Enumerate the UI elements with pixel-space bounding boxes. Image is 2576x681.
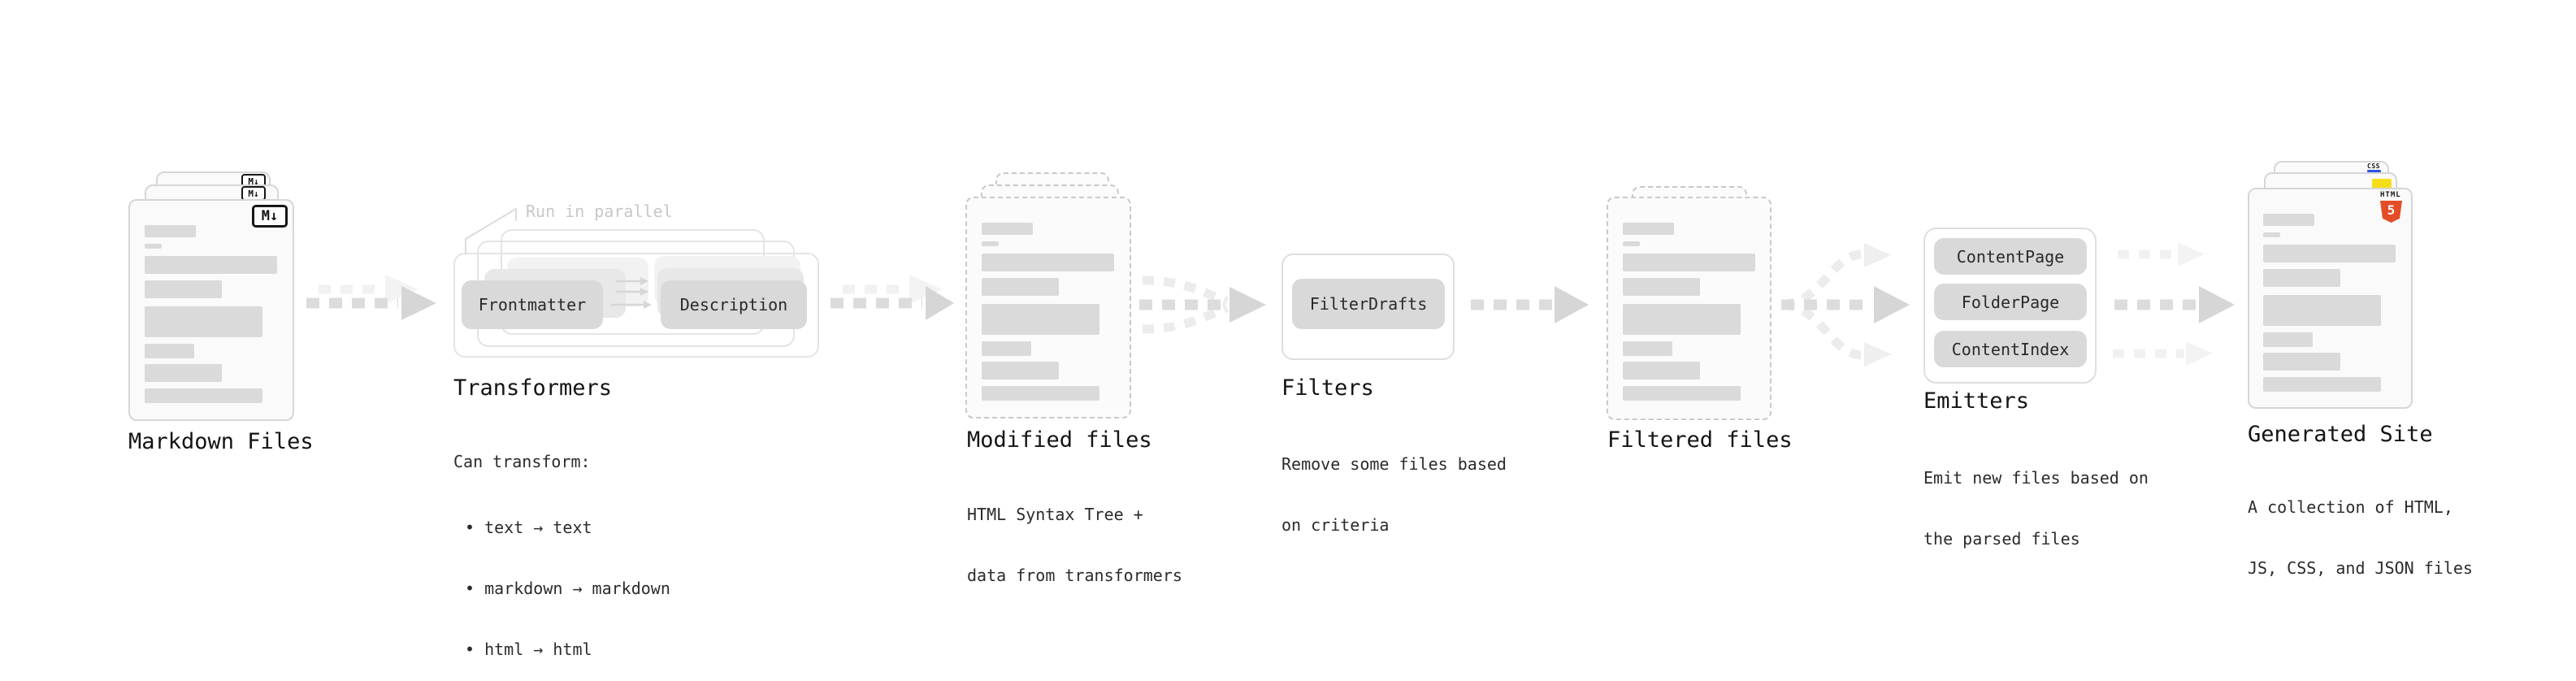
placeholder-line: [1623, 278, 1700, 296]
desc-bullet: • text → text: [465, 518, 592, 537]
desc-line: A collection of HTML,: [2248, 497, 2453, 517]
stage-title-generated-site: Generated Site: [2248, 422, 2433, 447]
placeholder-line: [145, 344, 194, 358]
stage-title-filters: Filters: [1281, 375, 1374, 401]
arrow-modified-to-filters-converge: [1139, 275, 1266, 334]
javascript-badge-icon: [2372, 179, 2392, 190]
placeholder-line: [145, 256, 277, 274]
placeholder-line: [145, 306, 262, 337]
placeholder-line: [982, 254, 1114, 271]
modified-files-description: HTML Syntax Tree + data from transformer…: [967, 464, 1182, 627]
desc-line: on criteria: [1281, 515, 1390, 535]
plugin-frontmatter: Frontmatter: [462, 280, 603, 329]
stage-title-markdown-files: Markdown Files: [128, 429, 314, 454]
generated-site-description: A collection of HTML, JS, CSS, and JSON …: [2248, 457, 2473, 619]
placeholder-line: [2263, 214, 2314, 226]
html5-badge-icon: HTML: [2380, 191, 2401, 199]
placeholder-line: [145, 244, 162, 249]
plugin-contentindex: ContentIndex: [1934, 331, 2087, 367]
placeholder-line: [2263, 332, 2313, 347]
placeholder-line: [145, 225, 196, 237]
desc-line: Remove some files based: [1281, 454, 1507, 474]
file-card-front: [1607, 197, 1772, 420]
plugin-description: Description: [661, 280, 807, 329]
placeholder-line: [2263, 353, 2340, 371]
stage-title-emitters: Emitters: [1923, 388, 2030, 414]
placeholder-line: [982, 223, 1033, 235]
placeholder-line: [145, 364, 222, 382]
placeholder-line: [1623, 241, 1640, 246]
file-placeholder-lines: [145, 201, 283, 419]
placeholder-line: [145, 280, 222, 298]
transformer-box-front: [453, 253, 819, 358]
stage-title-modified-files: Modified files: [967, 427, 1152, 453]
placeholder-line: [982, 241, 999, 246]
html5-badge-number: 5: [2387, 202, 2396, 218]
placeholder-line: [1623, 362, 1700, 380]
html5-badge-icon: 5: [2380, 201, 2402, 223]
placeholder-line: [982, 341, 1031, 356]
arrow-emitters-to-site-parallel: [2113, 242, 2235, 366]
filters-description: Remove some files based on criteria: [1281, 414, 1507, 576]
desc-heading: Can transform:: [453, 452, 591, 471]
placeholder-line: [1623, 223, 1674, 235]
placeholder-line: [1623, 304, 1741, 335]
desc-bullet: • markdown → markdown: [465, 579, 670, 598]
plugin-contentpage: ContentPage: [1934, 238, 2087, 275]
desc-line: JS, CSS, and JSON files: [2248, 558, 2473, 578]
stage-title-filtered-files: Filtered files: [1607, 427, 1793, 453]
placeholder-line: [1623, 386, 1741, 401]
markdown-badge-icon: M↓: [252, 205, 288, 228]
file-card-front: [2248, 188, 2413, 409]
file-placeholder-lines: [982, 198, 1120, 417]
desc-line: the parsed files: [1923, 529, 2080, 549]
file-card-front: [965, 197, 1131, 419]
transformers-description: Can transform: • text → text • markdown …: [453, 411, 670, 681]
desc-line: HTML Syntax Tree +: [967, 505, 1143, 524]
placeholder-line: [2263, 232, 2280, 237]
placeholder-line: [982, 304, 1099, 335]
css3-badge-icon: [2367, 170, 2381, 172]
arrow-transformers-to-modified: [830, 275, 954, 320]
placeholder-line: [982, 278, 1059, 296]
placeholder-line: [145, 388, 262, 403]
file-card-front: [128, 199, 294, 421]
plugin-filterdrafts: FilterDrafts: [1292, 279, 1445, 329]
parallel-flow-arrows-icon: [611, 277, 652, 309]
placeholder-line: [2263, 245, 2396, 262]
css3-badge-icon: CSS: [2367, 163, 2380, 170]
markdown-badge-icon: M↓: [241, 186, 266, 201]
plugin-folderpage: FolderPage: [1934, 284, 2087, 320]
run-in-parallel-callout-line: [465, 207, 517, 254]
arrow-filtered-to-emitters-diverge: [1781, 243, 1910, 367]
placeholder-line: [1623, 341, 1672, 356]
desc-line: data from transformers: [967, 566, 1182, 585]
desc-line: Emit new files based on: [1923, 468, 2149, 488]
run-in-parallel-note: Run in parallel: [526, 202, 673, 221]
emitters-description: Emit new files based on the parsed files: [1923, 427, 2149, 590]
placeholder-line: [2263, 269, 2340, 287]
placeholder-line: [2263, 295, 2381, 326]
desc-bullet: • html → html: [465, 640, 592, 659]
stage-title-transformers: Transformers: [453, 375, 613, 401]
placeholder-line: [982, 362, 1059, 380]
placeholder-line: [1623, 254, 1755, 271]
arrow-filters-to-filtered: [1471, 286, 1589, 323]
placeholder-line: [982, 386, 1099, 401]
placeholder-line: [2263, 377, 2381, 392]
file-placeholder-lines: [1623, 198, 1761, 419]
file-placeholder-lines: [2263, 189, 2401, 407]
arrow-markdown-to-transformers: [306, 275, 436, 320]
